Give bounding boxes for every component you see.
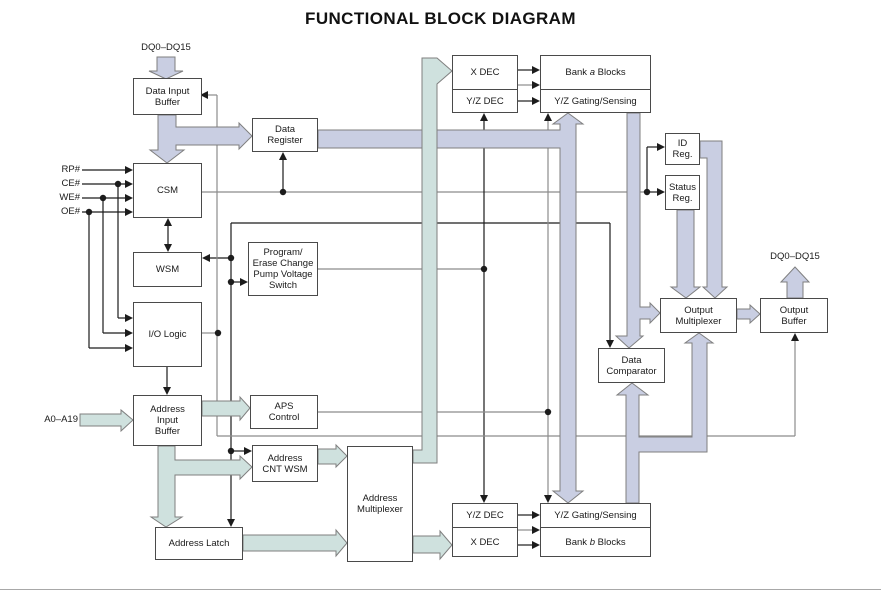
block-data-input-buffer: Data Input Buffer xyxy=(133,78,202,115)
page-title: FUNCTIONAL BLOCK DIAGRAM xyxy=(305,9,576,28)
bank-b-pre: Bank xyxy=(565,536,590,548)
block-status-reg: Status Reg. xyxy=(665,175,700,210)
we-label: WE# xyxy=(59,192,80,203)
block-address-latch: Address Latch xyxy=(155,527,243,560)
block-pump-voltage-switch: Program/ Erase Change Pump Voltage Switc… xyxy=(248,242,318,296)
bus-register-to-gating-both-banks xyxy=(317,112,585,504)
bank-a-post: Blocks xyxy=(594,67,626,78)
data-buses xyxy=(148,56,811,504)
bus-input-buffer-to-csm-and-register xyxy=(148,114,253,164)
block-address-cnt-wsm: Address CNT WSM xyxy=(252,445,318,482)
block-bank-a: Bank a Blocks xyxy=(541,56,650,90)
block-data-comparator: Data Comparator xyxy=(598,348,665,383)
bank-a-pre: Bank xyxy=(565,67,590,78)
block-data-register: Data Register xyxy=(252,118,318,152)
block-bank-b: Bank b Blocks xyxy=(541,528,650,556)
page-bottom-rule xyxy=(0,589,881,590)
bus-mux-to-top-xdec xyxy=(412,57,453,464)
dq-top-label: DQ0–DQ15 xyxy=(141,42,191,53)
bank-b-post: Blocks xyxy=(594,536,626,548)
bus-dq-to-input-buffer xyxy=(148,56,184,80)
bus-output-mux-to-output-buffer xyxy=(736,303,761,325)
block-yz-dec-top: Y/Z DEC xyxy=(466,95,504,107)
block-bank-b-stack: Y/Z Gating/Sensing Bank b Blocks xyxy=(540,503,651,557)
address-buses xyxy=(79,57,453,561)
bus-latch-to-mux xyxy=(242,528,348,558)
dq-right-label: DQ0–DQ15 xyxy=(770,251,820,262)
bus-a0-a19-input xyxy=(79,408,134,433)
bus-status-reg-to-output-mux xyxy=(669,209,702,299)
bus-gating-a-to-mux-and-comparator xyxy=(614,112,661,349)
block-x-dec-top: X DEC xyxy=(453,56,517,90)
block-output-multiplexer: Output Multiplexer xyxy=(660,298,737,333)
block-top-decoders: X DEC Y/Z DEC xyxy=(452,55,518,113)
block-x-dec-bottom: X DEC xyxy=(470,536,500,548)
block-yz-gating-bottom: Y/Z Gating/Sensing xyxy=(541,504,650,528)
block-address-multiplexer: Address Multiplexer xyxy=(347,446,413,562)
bus-aib-to-aps-control xyxy=(201,395,251,422)
ce-label: CE# xyxy=(61,178,80,189)
bank-b-letter: b xyxy=(589,536,595,548)
bank-a-letter: a xyxy=(589,67,595,78)
block-bottom-decoders: Y/Z DEC X DEC xyxy=(452,503,518,557)
arrowheads xyxy=(125,66,799,549)
block-aps-control: APS Control xyxy=(250,395,318,429)
block-yz-gating-top: Y/Z Gating/Sensing xyxy=(554,95,637,107)
block-csm: CSM xyxy=(133,163,202,218)
bus-mux-to-bottom-xdec xyxy=(412,529,453,561)
bus-gating-b-to-comparator-and-mux xyxy=(615,332,715,504)
bus-cnt-wsm-to-mux xyxy=(317,443,348,469)
bus-aib-to-latch-and-cnt-wsm xyxy=(149,445,253,528)
junction-dots xyxy=(85,180,651,455)
block-output-buffer: Output Buffer xyxy=(760,298,828,333)
block-wsm: WSM xyxy=(133,252,202,287)
block-id-reg: ID Reg. xyxy=(665,133,700,165)
a0-a19-label: A0–A19 xyxy=(44,414,78,425)
block-yz-dec-bottom: Y/Z DEC xyxy=(453,504,517,528)
block-address-input-buffer: Address Input Buffer xyxy=(133,395,202,446)
bus-id-reg-to-output-mux xyxy=(699,140,729,299)
oe-label: OE# xyxy=(60,206,80,217)
bus-output-buffer-to-dq xyxy=(779,266,811,299)
rp-label: RP# xyxy=(61,164,80,175)
block-io-logic: I/O Logic xyxy=(133,302,202,367)
block-bank-a-stack: Bank a Blocks Y/Z Gating/Sensing xyxy=(540,55,651,113)
